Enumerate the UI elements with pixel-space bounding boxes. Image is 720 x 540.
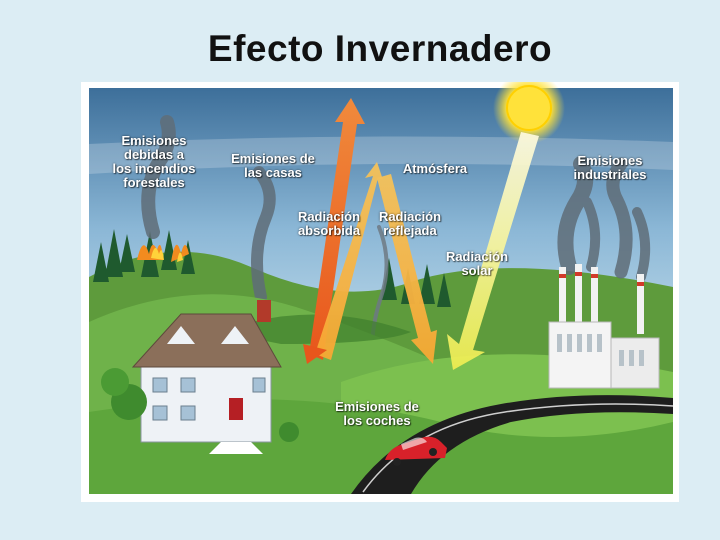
label-house-emissions: Emisiones de las casas	[221, 152, 325, 180]
label-line: Radiación	[441, 250, 513, 264]
page-title: Efecto Invernadero	[0, 28, 720, 70]
label-line: Radiación	[291, 210, 367, 224]
label-line: solar	[441, 264, 513, 278]
label-line: Emisiones de	[221, 152, 325, 166]
label-line: los coches	[327, 414, 427, 428]
label-absorbed-radiation: Radiación absorbida	[291, 210, 367, 238]
label-solar-radiation: Radiación solar	[441, 250, 513, 278]
label-line: las casas	[221, 166, 325, 180]
label-line: debidas a	[95, 148, 213, 162]
label-forest-fire-emissions: Emisiones debidas a los incendios forest…	[95, 134, 213, 190]
label-line: Emisiones	[555, 154, 665, 168]
label-line: Radiación	[371, 210, 449, 224]
label-line: Emisiones de	[327, 400, 427, 414]
label-atmosphere: Atmósfera	[393, 162, 477, 176]
label-industrial-emissions: Emisiones industriales	[555, 154, 665, 182]
label-line: industriales	[555, 168, 665, 182]
label-line: forestales	[95, 176, 213, 190]
label-line: reflejada	[371, 224, 449, 238]
greenhouse-illustration: Emisiones debidas a los incendios forest…	[81, 82, 679, 502]
label-car-emissions: Emisiones de los coches	[327, 400, 427, 428]
label-reflected-radiation: Radiación reflejada	[371, 210, 449, 238]
label-line: Emisiones	[95, 134, 213, 148]
label-line: los incendios	[95, 162, 213, 176]
label-line: absorbida	[291, 224, 367, 238]
sun-icon	[507, 86, 551, 130]
